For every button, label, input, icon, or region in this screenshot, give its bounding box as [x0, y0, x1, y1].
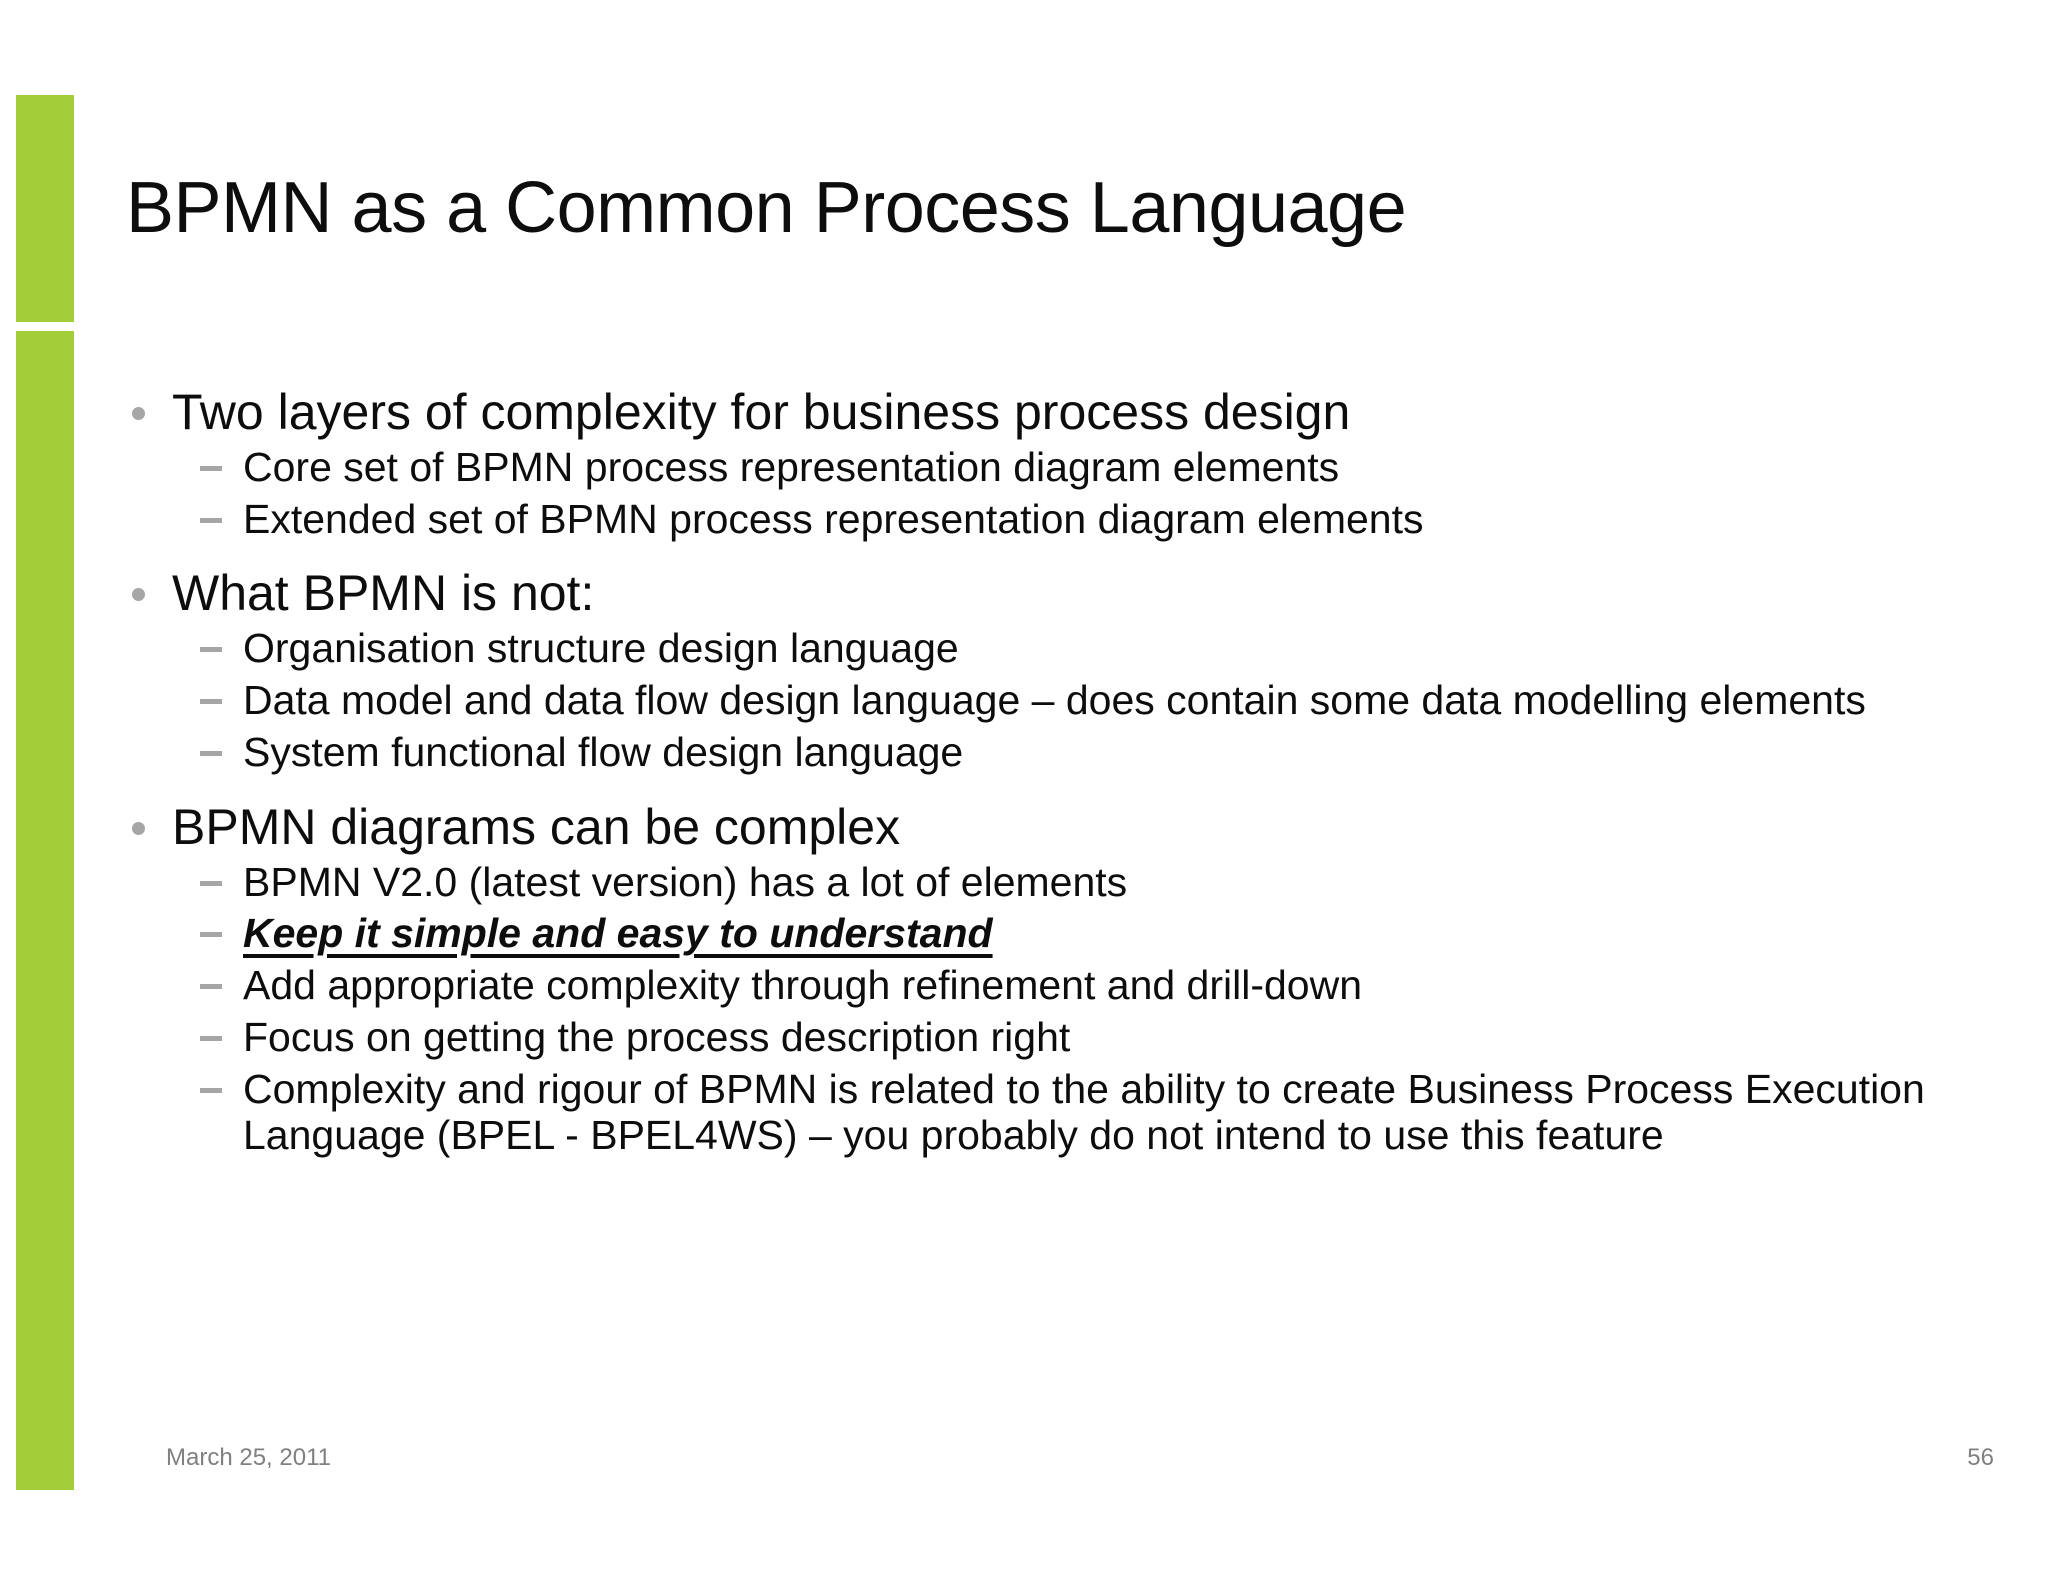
bullet-level2-label: Keep it simple and easy to understand [243, 910, 993, 957]
bullet-level2-label: Organisation structure design language [243, 625, 959, 672]
bullet-dash-icon [200, 1087, 222, 1093]
bullet-level2-label: Add appropriate complexity through refin… [243, 962, 1363, 1009]
bullet-dash-icon [200, 880, 222, 886]
bullet-dash-icon [200, 466, 222, 471]
bullet-level1-label: Two layers of complexity for business pr… [172, 384, 1351, 440]
bullet-level1: BPMN diagrams can be complex [126, 798, 1956, 857]
bullet-group: BPMN diagrams can be complex BPMN V2.0 (… [126, 798, 1956, 1159]
bullet-dash-icon [200, 750, 222, 756]
slide-body: Two layers of complexity for business pr… [126, 383, 1956, 1164]
bullet-level2-label: Data model and data flow design language… [243, 677, 1866, 724]
bullet-dot-icon [132, 588, 145, 602]
bullet-level2: Add appropriate complexity through refin… [126, 962, 1956, 1009]
bullet-level1-label: What BPMN is not: [172, 565, 595, 622]
bullet-level2-label: System functional flow design language [243, 728, 964, 775]
page-title: BPMN as a Common Process Language [126, 168, 1407, 248]
bullet-level2-label: Focus on getting the process description… [243, 1013, 1071, 1060]
bullet-level2: System functional flow design language [126, 729, 1956, 776]
bullet-dash-icon [200, 932, 222, 938]
bullet-level2: Data model and data flow design language… [126, 677, 1956, 724]
bullet-level2-label: Complexity and rigour of BPMN is related… [243, 1065, 1925, 1159]
bullet-group: What BPMN is not: Organisation structure… [126, 564, 1956, 775]
bullet-level2-label: Core set of BPMN process representation … [243, 444, 1340, 490]
bullet-dash-icon [200, 984, 222, 990]
accent-bar-top [16, 95, 74, 322]
bullet-dash-icon [200, 1035, 222, 1041]
bullet-level2: Organisation structure design language [126, 625, 1956, 672]
bullet-dash-icon [200, 647, 222, 653]
bullet-dash-icon [200, 699, 222, 705]
bullet-level1: Two layers of complexity for business pr… [126, 383, 1956, 442]
bullet-level2: BPMN V2.0 (latest version) has a lot of … [126, 859, 1956, 906]
footer-date: March 25, 2011 [166, 1444, 331, 1471]
bullet-dash-icon [200, 517, 222, 523]
footer-page-number: 56 [1967, 1444, 1994, 1471]
bullet-level2: Core set of BPMN process representation … [126, 444, 1956, 491]
bullet-dot-icon [132, 407, 145, 420]
bullet-dot-icon [132, 821, 145, 835]
bullet-level2: Complexity and rigour of BPMN is related… [126, 1066, 1956, 1159]
bullet-level2: Focus on getting the process description… [126, 1014, 1956, 1061]
bullet-level1: What BPMN is not: [126, 564, 1956, 623]
bullet-level2-label: Extended set of BPMN process representat… [243, 495, 1424, 542]
accent-bar-bottom [16, 331, 74, 1490]
bullet-level1-label: BPMN diagrams can be complex [172, 798, 901, 855]
bullet-level2-emphasis: Keep it simple and easy to understand [126, 910, 1956, 957]
bullet-level2-label: BPMN V2.0 (latest version) has a lot of … [243, 858, 1128, 905]
bullet-level2: Extended set of BPMN process representat… [126, 496, 1956, 543]
bullet-group: Two layers of complexity for business pr… [126, 383, 1956, 542]
